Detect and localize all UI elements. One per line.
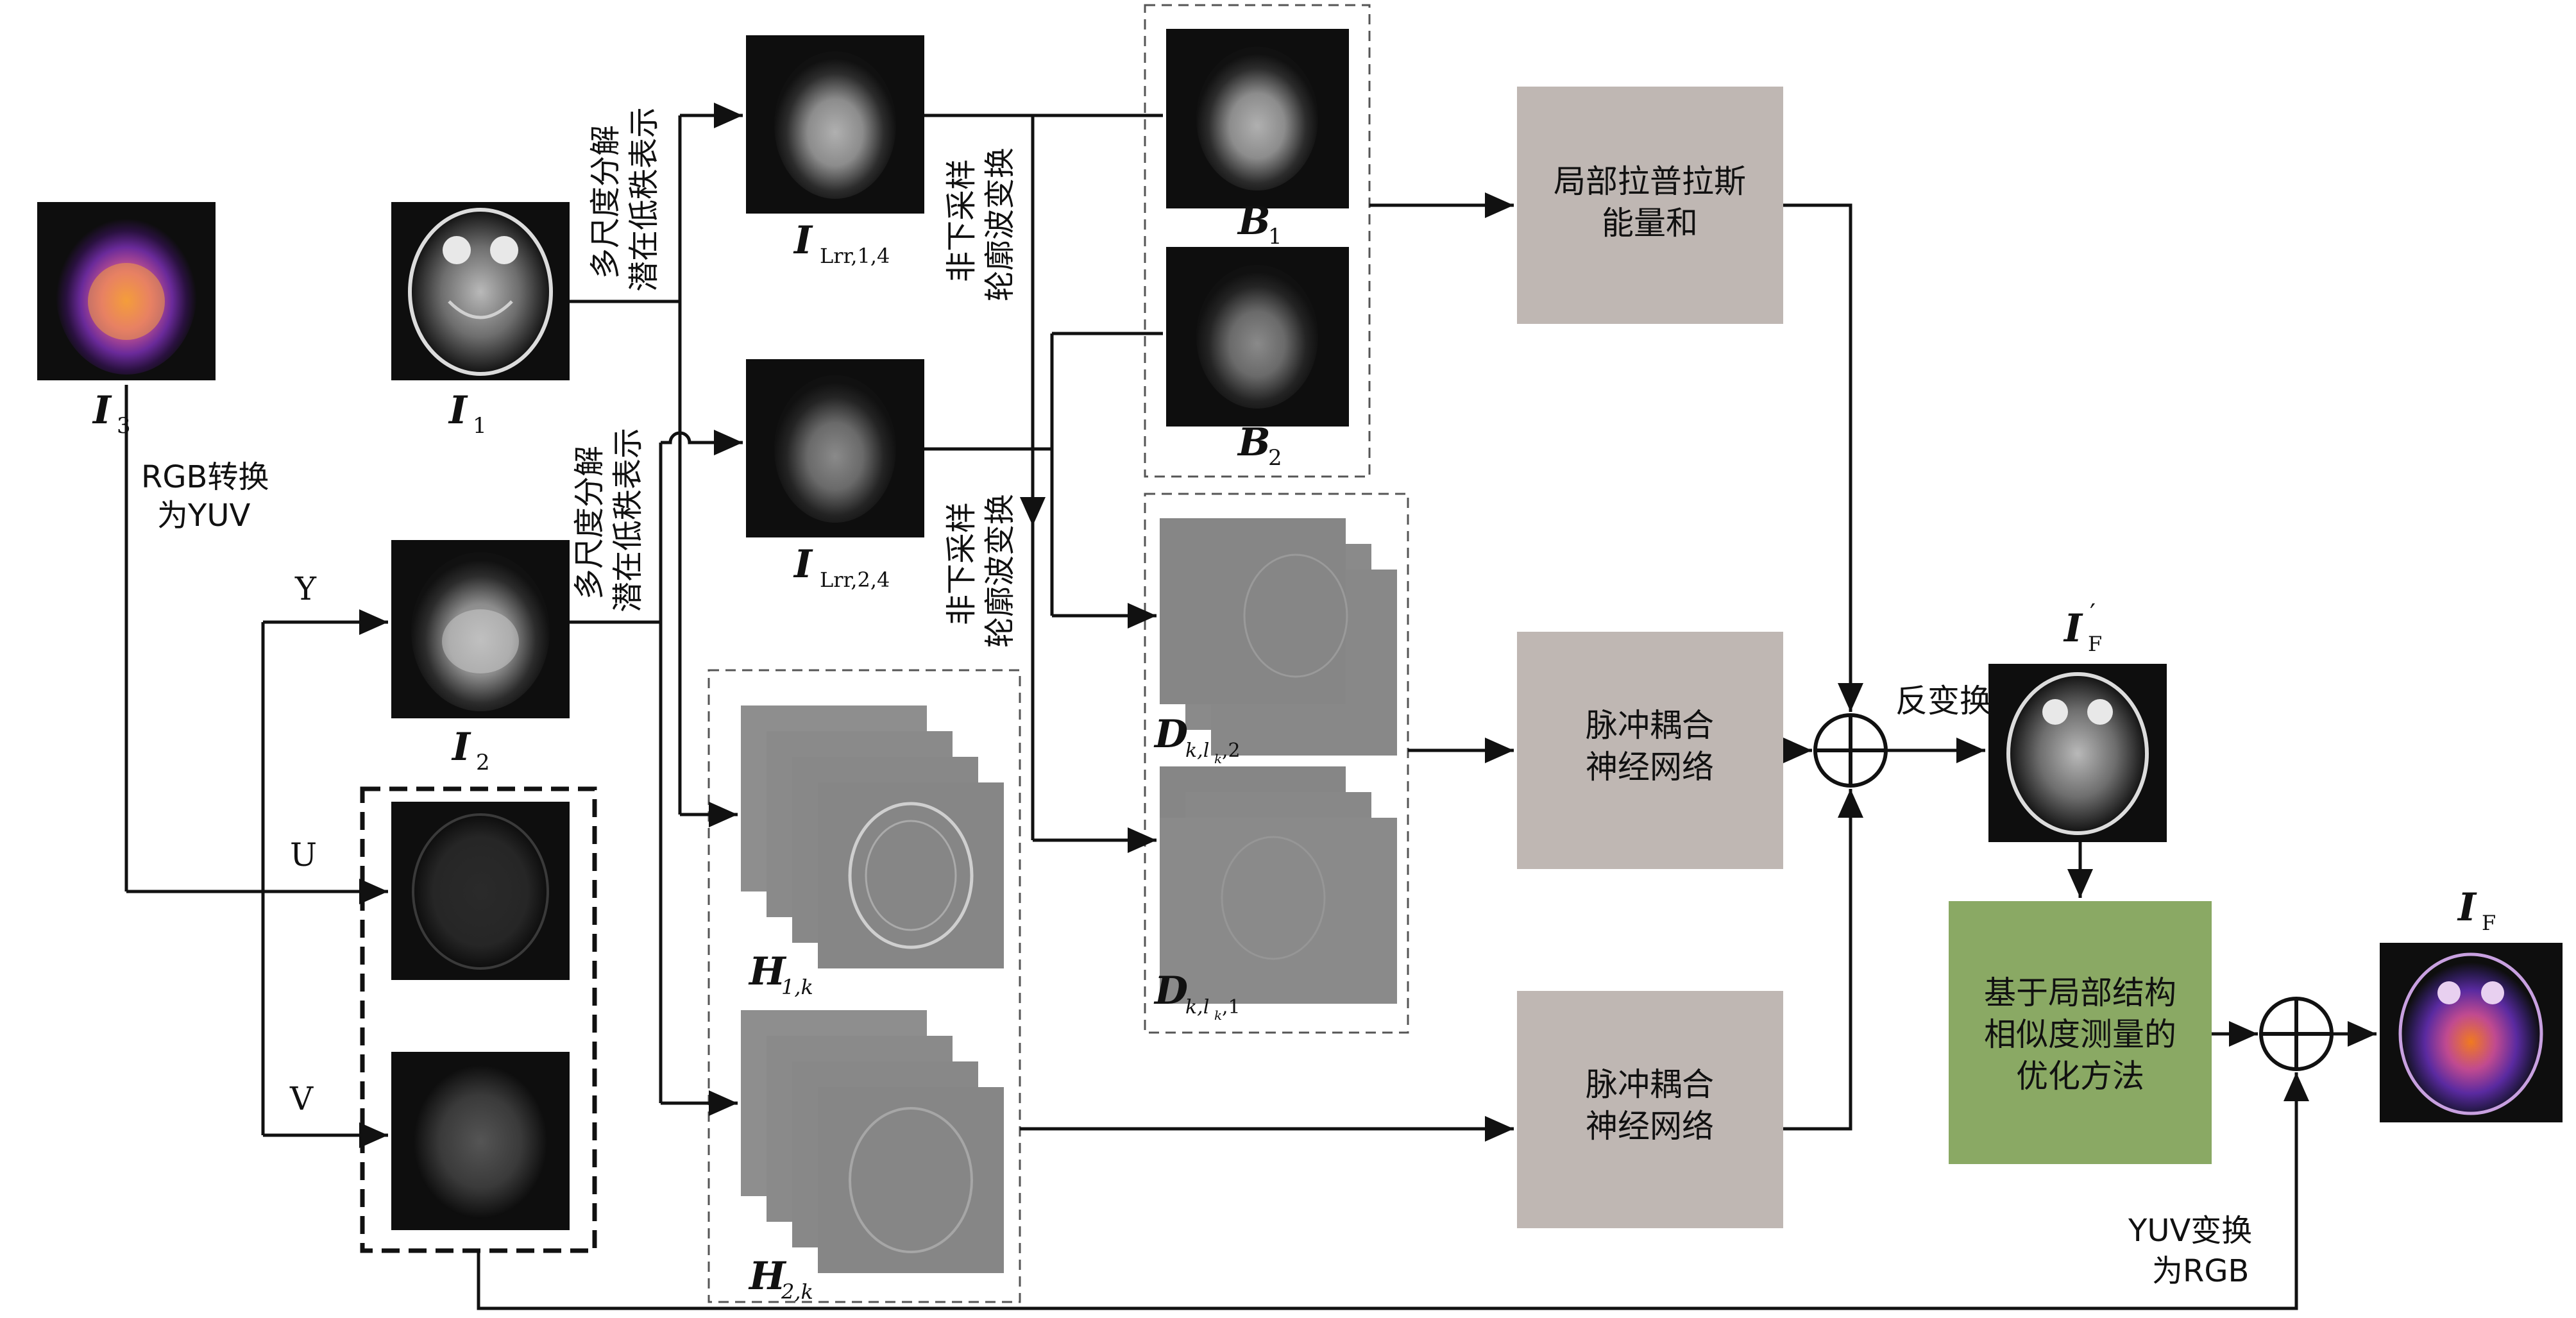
image-b1 bbox=[1166, 29, 1349, 208]
svg-text:D: D bbox=[1153, 712, 1188, 757]
label-yuv-to-rgb-2: 为RGB bbox=[2152, 1253, 2249, 1289]
svg-text:2: 2 bbox=[1268, 445, 1282, 471]
label-nsct-top-1: 非下采样 bbox=[944, 159, 979, 282]
label-inverse-transform: 反变换 bbox=[1895, 682, 1992, 720]
svg-text:Lrr,2,4: Lrr,2,4 bbox=[820, 568, 890, 592]
box-local-laplacian: 局部拉普拉斯 能量和 bbox=[1517, 87, 1783, 324]
svg-text:I: I bbox=[2063, 606, 2083, 651]
image-if-prime bbox=[1988, 664, 2167, 842]
svg-text:B: B bbox=[1237, 420, 1271, 465]
svg-text:F: F bbox=[2088, 632, 2102, 656]
label-if: I F bbox=[2457, 885, 2496, 935]
image-ilrr-1-4 bbox=[746, 35, 924, 214]
svg-text:I: I bbox=[2457, 885, 2477, 930]
label-rgb-to-yuv-1: RGB转换 bbox=[141, 459, 269, 495]
image-b2 bbox=[1166, 247, 1349, 427]
label-nsct-mid-2: 轮廓波变换 bbox=[982, 494, 1018, 648]
label-dk2: D k,l k ,2 bbox=[1153, 712, 1241, 766]
svg-text:I: I bbox=[451, 725, 471, 770]
svg-text:局部拉普拉斯: 局部拉普拉斯 bbox=[1554, 163, 1746, 200]
image-stack-dk1 bbox=[1160, 766, 1397, 1004]
label-nsct-top-2: 轮廓波变换 bbox=[982, 148, 1018, 301]
label-i1: I 1 bbox=[448, 388, 487, 439]
svg-text:基于局部结构: 基于局部结构 bbox=[1984, 974, 2176, 1011]
label-channel-v: V bbox=[289, 1080, 314, 1117]
svg-text:神经网络: 神经网络 bbox=[1586, 748, 1714, 786]
svg-text:I: I bbox=[92, 388, 112, 433]
svg-text:相似度测量的: 相似度测量的 bbox=[1984, 1016, 2176, 1053]
label-b2: B 2 bbox=[1237, 420, 1282, 471]
svg-text:能量和: 能量和 bbox=[1602, 205, 1698, 242]
svg-text:Lrr,1,4: Lrr,1,4 bbox=[820, 244, 890, 268]
label-nsct-mid-1: 非下采样 bbox=[944, 502, 979, 625]
svg-text:,1: ,1 bbox=[1222, 996, 1241, 1018]
image-i1-mri bbox=[391, 202, 570, 380]
label-h1k: H 1,k bbox=[748, 949, 813, 999]
label-channel-u: U bbox=[290, 836, 317, 874]
label-yuv-to-rgb-1: YUV变换 bbox=[2128, 1213, 2252, 1249]
svg-text:k: k bbox=[1214, 1008, 1222, 1023]
image-i2-y-channel bbox=[391, 540, 570, 718]
group-h-dashed bbox=[708, 669, 1021, 1303]
box-optimization: 基于局部结构 相似度测量的 优化方法 bbox=[1949, 901, 2212, 1164]
svg-text:脉冲耦合: 脉冲耦合 bbox=[1586, 707, 1714, 744]
label-channel-y: Y bbox=[294, 570, 317, 607]
label-i2: I 2 bbox=[451, 725, 490, 775]
box-pcnn-bottom: 脉冲耦合 神经网络 bbox=[1517, 991, 1783, 1228]
svg-text:k,l: k,l bbox=[1185, 739, 1209, 762]
image-ilrr-2-4 bbox=[746, 359, 924, 537]
label-decomp-top-1: 多尺度分解 bbox=[588, 125, 623, 279]
connectors bbox=[124, 103, 2377, 1310]
label-dk1: D k,l k ,1 bbox=[1153, 968, 1241, 1023]
sum-node-final bbox=[2259, 997, 2334, 1071]
group-b-dashed bbox=[1144, 4, 1371, 478]
label-i3: I 3 bbox=[92, 388, 131, 439]
svg-text:H: H bbox=[748, 1254, 787, 1299]
svg-text:k: k bbox=[1214, 751, 1222, 766]
svg-text:1,k: 1,k bbox=[781, 975, 813, 999]
svg-text:D: D bbox=[1153, 968, 1188, 1013]
svg-text:2: 2 bbox=[476, 750, 490, 775]
image-u-channel bbox=[391, 802, 570, 980]
svg-text:k,l: k,l bbox=[1185, 996, 1209, 1018]
label-decomp-top-2: 潜在低秩表示 bbox=[626, 107, 662, 292]
svg-text:1: 1 bbox=[473, 413, 487, 439]
label-b1: B 1 bbox=[1237, 199, 1282, 249]
svg-text:I: I bbox=[793, 218, 813, 263]
label-rgb-to-yuv-2: 为YUV bbox=[157, 498, 250, 534]
svg-text:I: I bbox=[793, 542, 813, 587]
label-decomp-mid-1: 多尺度分解 bbox=[572, 446, 607, 600]
image-if-final bbox=[2380, 943, 2563, 1122]
svg-text:2,k: 2,k bbox=[781, 1280, 813, 1304]
svg-text:1: 1 bbox=[1268, 224, 1282, 249]
group-d-dashed bbox=[1144, 493, 1409, 1034]
svg-text:′: ′ bbox=[2090, 599, 2096, 629]
svg-text:H: H bbox=[748, 949, 787, 994]
label-if-prime: I F ′ bbox=[2063, 599, 2102, 656]
svg-text:优化方法: 优化方法 bbox=[2016, 1058, 2144, 1095]
label-ilrr-2-4: I Lrr,2,4 bbox=[793, 542, 890, 592]
image-v-channel bbox=[391, 1052, 570, 1230]
label-ilrr-1-4: I Lrr,1,4 bbox=[793, 218, 890, 268]
sum-node-main bbox=[1813, 713, 1888, 788]
svg-text:3: 3 bbox=[117, 413, 131, 439]
label-h2k: H 2,k bbox=[748, 1254, 813, 1304]
image-stack-h2k bbox=[741, 1010, 1004, 1273]
svg-text:F: F bbox=[2482, 911, 2496, 935]
image-stack-h1k bbox=[741, 705, 1004, 968]
box-pcnn-top: 脉冲耦合 神经网络 bbox=[1517, 632, 1783, 869]
image-stack-dk2 bbox=[1160, 518, 1397, 756]
svg-text:I: I bbox=[448, 388, 468, 433]
svg-text:脉冲耦合: 脉冲耦合 bbox=[1586, 1066, 1714, 1103]
svg-text:神经网络: 神经网络 bbox=[1586, 1108, 1714, 1145]
svg-text:B: B bbox=[1237, 199, 1271, 244]
svg-text:,2: ,2 bbox=[1222, 739, 1241, 762]
image-i3-pet bbox=[37, 202, 216, 380]
label-decomp-mid-2: 潜在低秩表示 bbox=[610, 428, 646, 613]
